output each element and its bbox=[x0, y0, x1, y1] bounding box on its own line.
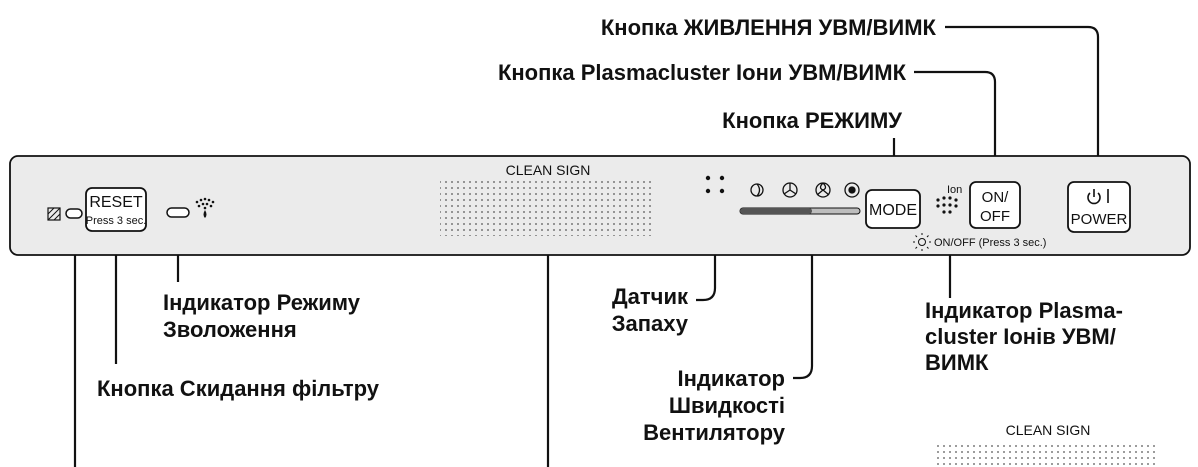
clean-sign-display bbox=[440, 180, 655, 236]
ion-label: Ion bbox=[947, 184, 962, 196]
fan-low-icon bbox=[782, 182, 798, 198]
power-icon bbox=[1087, 189, 1109, 205]
reset-button-label: RESET bbox=[89, 194, 143, 211]
light-icon bbox=[913, 233, 931, 251]
inset-clean-sign-display bbox=[935, 441, 1157, 467]
leader-power bbox=[945, 25, 1100, 184]
odor-sensor bbox=[705, 175, 725, 194]
callout-humidify-2: Зволоження bbox=[163, 317, 297, 342]
filter-indicator-lamp bbox=[65, 208, 83, 219]
fan-auto-icon bbox=[750, 183, 764, 197]
power-button[interactable]: POWER bbox=[1067, 181, 1131, 233]
fan-med-icon bbox=[815, 182, 831, 198]
mode-button-label: MODE bbox=[869, 202, 917, 219]
mode-button[interactable]: MODE bbox=[865, 189, 921, 229]
callout-odor-2: Запаху bbox=[612, 311, 689, 336]
plasmacluster-onoff-button[interactable]: ON/ OFF bbox=[969, 181, 1021, 229]
clean-sign-label: CLEAN SIGN bbox=[506, 162, 591, 178]
callout-fan-2: Швидкості bbox=[669, 393, 785, 418]
leader-plasmacluster bbox=[914, 70, 997, 184]
callout-fan-1: Індикатор bbox=[678, 366, 786, 391]
callout-ion-ind-3: ВИМК bbox=[925, 350, 989, 375]
callout-ion-ind-2: cluster Іонів УВМ/ bbox=[925, 324, 1116, 349]
callout-plasmacluster: Кнопка Plasmacluster Іони УВМ/ВИМК bbox=[498, 60, 907, 85]
reset-button-hint: Press 3 sec. bbox=[86, 215, 147, 227]
inset-clean-sign-label: CLEAN SIGN bbox=[1006, 422, 1091, 438]
callout-odor-1: Датчик bbox=[612, 284, 689, 309]
callout-humidify-1: Індикатор Режиму bbox=[163, 290, 361, 315]
onoff-label-1: ON/ bbox=[982, 189, 1010, 206]
fan-speed-icons bbox=[750, 182, 860, 198]
fan-high-icon bbox=[844, 182, 860, 198]
callout-filter-reset: Кнопка Скидання фільтру bbox=[97, 376, 380, 401]
callout-ion-ind-1: Індикатор Plasma- bbox=[925, 298, 1123, 323]
onoff-label-2: OFF bbox=[980, 208, 1010, 225]
humidify-icon bbox=[195, 197, 215, 218]
power-button-label: POWER bbox=[1071, 211, 1128, 228]
callout-fan-3: Вентилятору bbox=[643, 420, 786, 445]
leader-odor bbox=[696, 205, 717, 302]
leader-fan bbox=[793, 222, 814, 380]
callout-power: Кнопка ЖИВЛЕННЯ УВМ/ВИМК bbox=[601, 15, 937, 40]
filter-icon bbox=[47, 207, 61, 221]
humidify-indicator-lamp bbox=[166, 207, 190, 218]
light-hint-text: ON/OFF (Press 3 sec.) bbox=[934, 237, 1046, 249]
ion-indicator bbox=[936, 196, 958, 214]
reset-button[interactable]: RESET Press 3 sec. bbox=[85, 187, 147, 232]
callout-mode: Кнопка РЕЖИМУ bbox=[722, 108, 902, 133]
